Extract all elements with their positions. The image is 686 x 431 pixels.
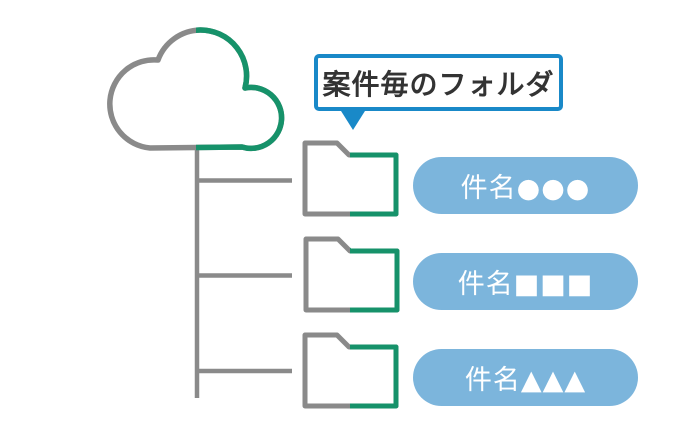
tree-connector-lines <box>194 150 292 398</box>
cloud-icon <box>107 27 285 152</box>
subject-pill: 件名▲▲▲ <box>413 349 638 406</box>
subject-pill: 件名●●● <box>413 157 638 214</box>
pill-label: 件名■■■ <box>457 269 594 300</box>
pill-label: 件名▲▲▲ <box>464 365 587 396</box>
subject-pill: 件名■■■ <box>413 253 638 310</box>
pill-label: 件名●●● <box>460 173 591 204</box>
callout-bubble: 案件毎のフォルダ <box>314 54 563 111</box>
folder-icon <box>302 140 399 217</box>
folder-icon <box>303 236 400 313</box>
callout-label: 案件毎のフォルダ <box>322 67 555 101</box>
folder-icon <box>302 332 399 409</box>
